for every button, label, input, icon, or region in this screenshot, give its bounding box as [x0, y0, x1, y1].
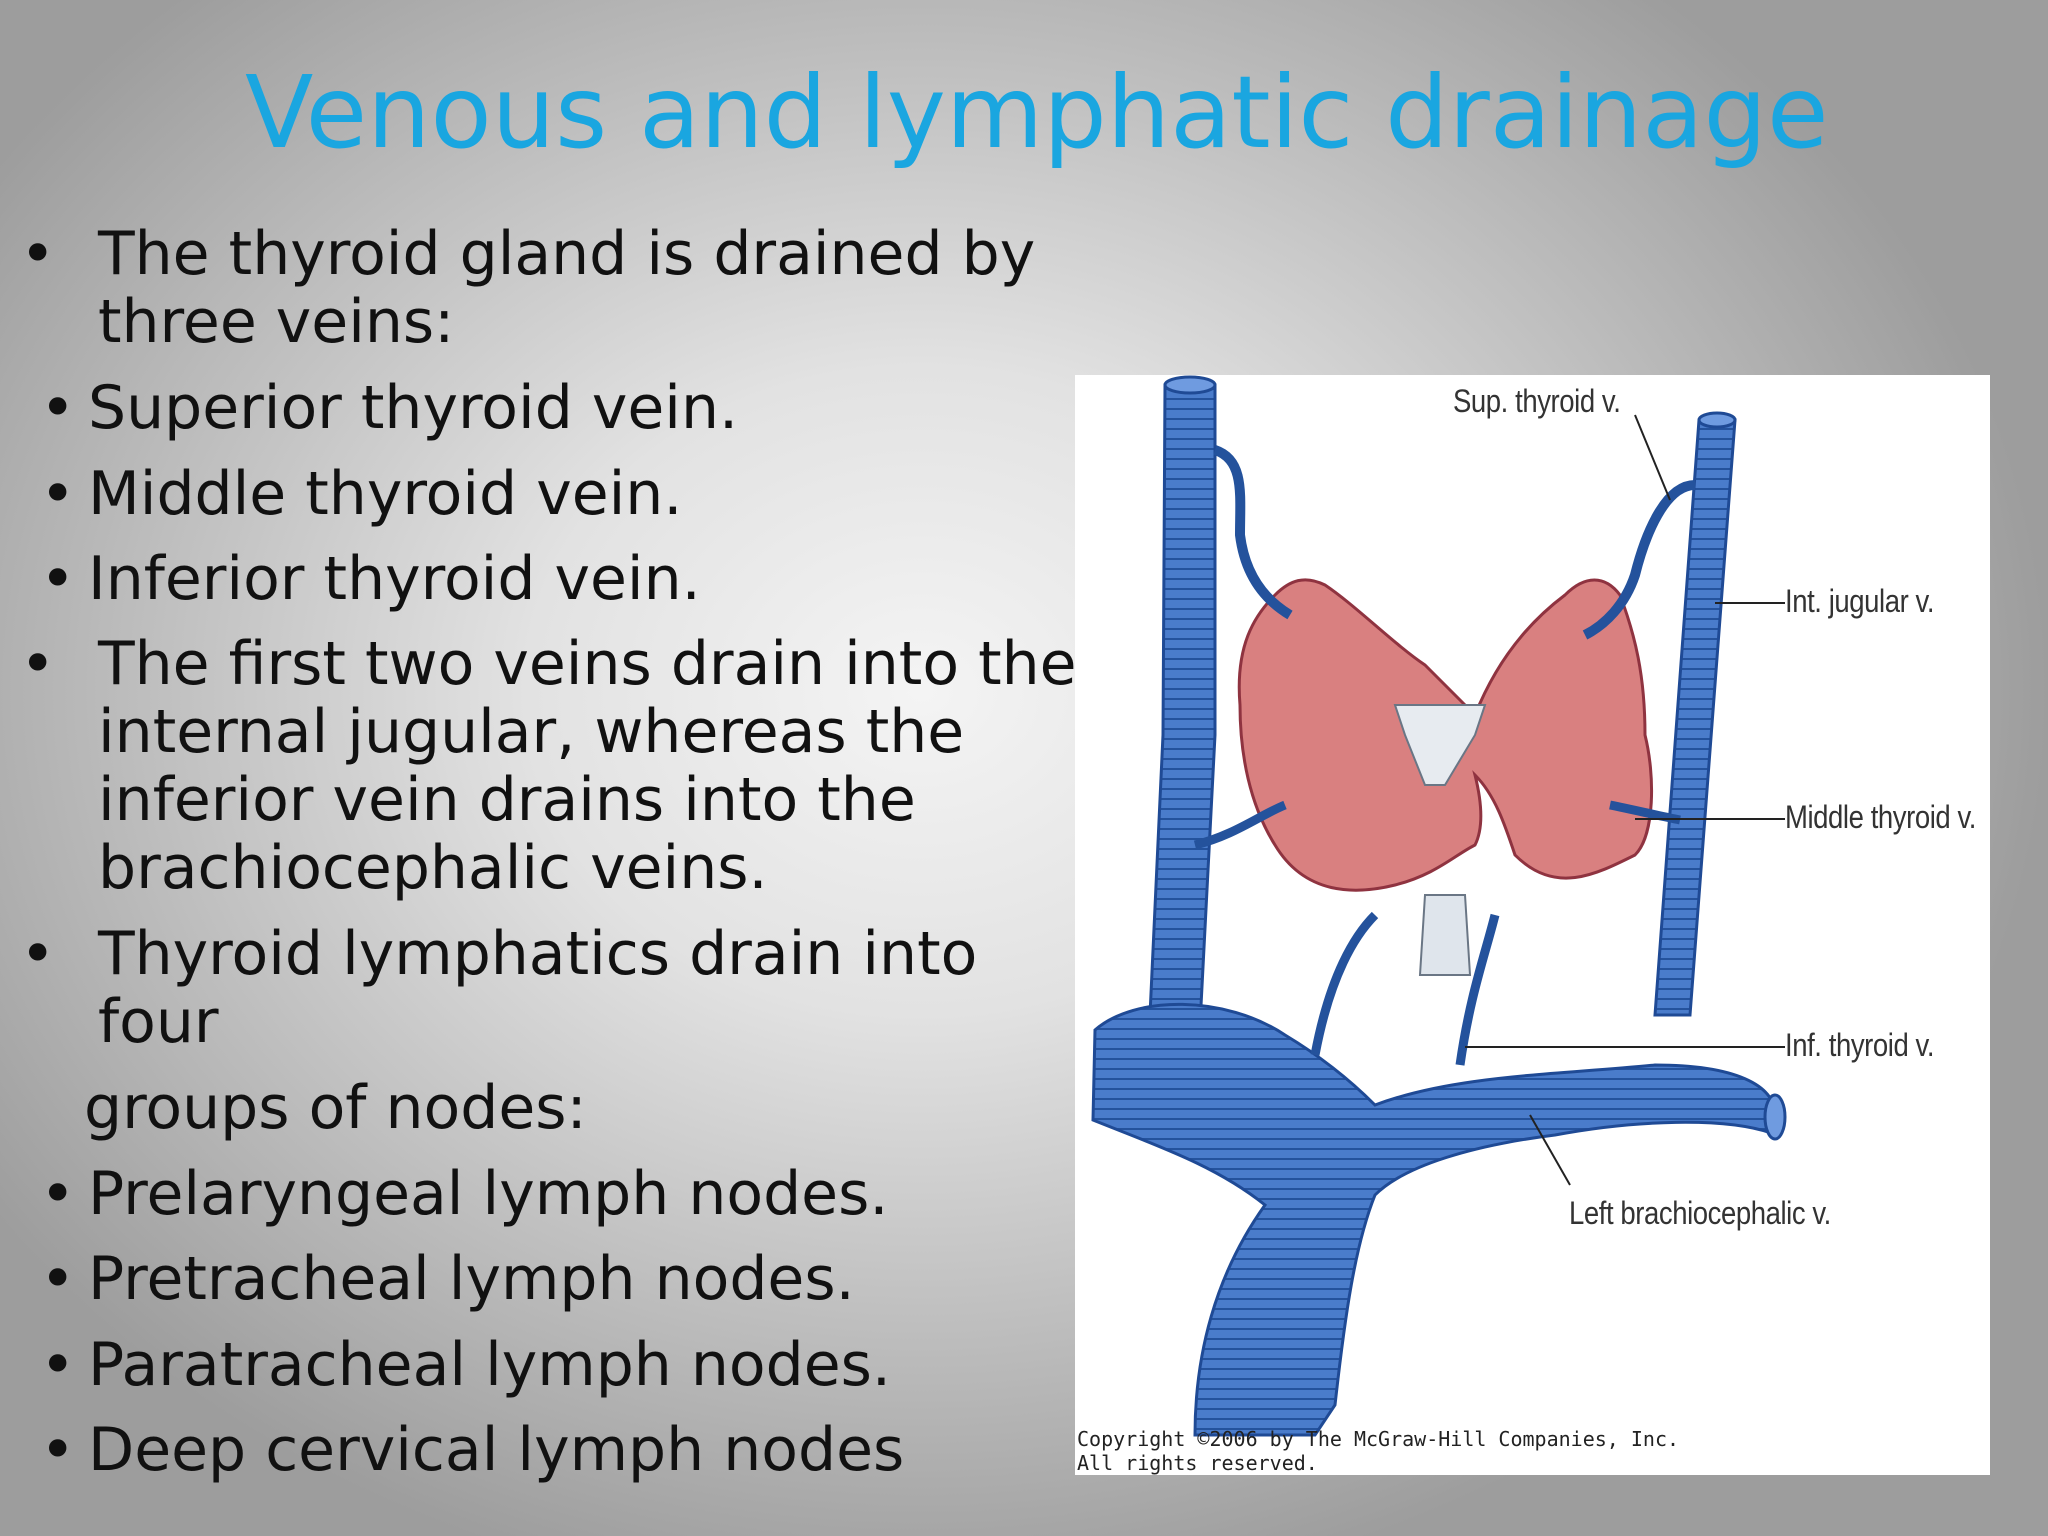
- list-item-text: Superior thyroid vein.: [88, 373, 739, 443]
- list-item-text: Thyroid lymphatics drain into: [98, 919, 978, 989]
- bullet-marker: •: [40, 544, 76, 614]
- bullet-marker: •: [40, 1330, 76, 1400]
- inferior-thyroid-vein-left: [1310, 911, 1379, 1056]
- list-item-text: The first two veins drain into the: [98, 629, 1077, 699]
- superior-thyroid-vein-left: [1213, 445, 1293, 620]
- list-item-text: internal jugular, whereas the: [98, 697, 965, 767]
- thyroid-venous-figure: Sup. thyroid v. Int. jugular v. Middle t…: [1075, 375, 1990, 1475]
- list-item-text: Prelaryngeal lymph nodes.: [88, 1159, 889, 1229]
- label-left-brachiocephalic: Left brachiocephalic v.: [1569, 1195, 1831, 1231]
- list-item-text: The thyroid gland is drained by: [98, 219, 1036, 289]
- bullet-marker: •: [40, 1159, 76, 1229]
- list-item-text: inferior vein drains into the: [98, 765, 916, 835]
- leader-line: [1634, 414, 1671, 501]
- leader-line: [1529, 1114, 1571, 1186]
- middle-thyroid-vein-left: [1193, 800, 1287, 850]
- inferior-thyroid-vein-right: [1455, 913, 1500, 1066]
- list-item-text: Pretracheal lymph nodes.: [88, 1244, 855, 1314]
- trachea: [1418, 894, 1472, 976]
- thyroid-cartilage: [1393, 704, 1487, 786]
- copyright-line-2: All rights reserved.: [1077, 1451, 1318, 1475]
- brachiocephalic-vein: [1091, 1002, 1777, 1437]
- thyroid-diagram: [1091, 375, 1787, 1437]
- copyright-line-1: Copyright ©2006 by The McGraw-Hill Compa…: [1077, 1427, 1680, 1451]
- left-internal-jugular-vein: [1148, 383, 1217, 1027]
- slide-title: Venous and lymphatic drainage: [245, 54, 1829, 171]
- bullet-marker: •: [20, 919, 56, 989]
- bullet-marker: •: [40, 1415, 76, 1485]
- bullet-marker: •: [40, 373, 76, 443]
- list-item-text: four: [98, 987, 219, 1057]
- list-item-text: Middle thyroid vein.: [88, 459, 683, 529]
- label-sup-thyroid: Sup. thyroid v.: [1453, 383, 1621, 419]
- superior-thyroid-vein-right: [1582, 480, 1696, 640]
- list-item-text: Inferior thyroid vein.: [88, 544, 701, 614]
- bullet-marker: •: [40, 459, 76, 529]
- bullet-marker: •: [20, 629, 56, 699]
- bullet-marker: •: [20, 219, 56, 289]
- list-item-text: brachiocephalic veins.: [98, 833, 768, 903]
- bullet-marker: •: [40, 1244, 76, 1314]
- label-middle-thyroid: Middle thyroid v.: [1785, 799, 1977, 835]
- list-item-text: groups of nodes:: [84, 1073, 587, 1143]
- list-item-text: three veins:: [98, 287, 455, 357]
- label-int-jugular: Int. jugular v.: [1785, 583, 1935, 619]
- list-item-text: Paratracheal lymph nodes.: [88, 1330, 891, 1400]
- label-inf-thyroid: Inf. thyroid v.: [1785, 1027, 1935, 1063]
- list-item-text: Deep cervical lymph nodes: [88, 1415, 905, 1485]
